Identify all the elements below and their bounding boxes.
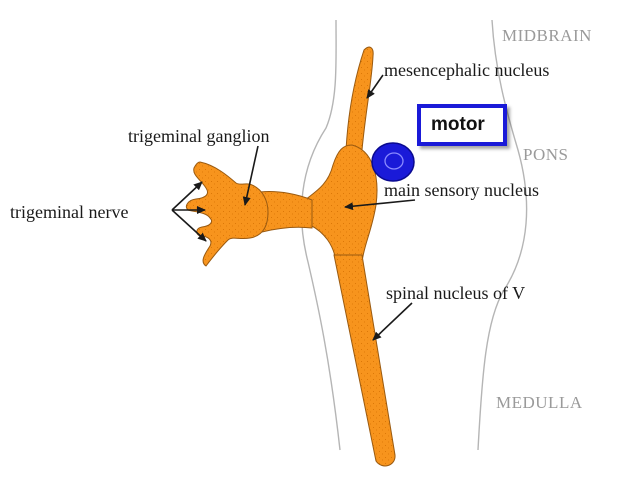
brainstem-right-contour <box>477 19 528 451</box>
arrow-spinal <box>372 302 413 341</box>
region-label-midbrain: MIDBRAIN <box>502 26 592 45</box>
label-trigeminal-ganglion: trigeminal ganglion <box>128 126 270 146</box>
trigeminal-system <box>185 46 396 467</box>
main-sensory-nucleus-shape <box>301 144 378 263</box>
motor-callout-label: motor <box>431 114 485 135</box>
label-trigeminal-nerve: trigeminal nerve <box>10 202 129 222</box>
label-spinal-nucleus: spinal nucleus of V <box>386 283 526 303</box>
arrow-main-sensory <box>344 199 416 211</box>
motor-nucleus <box>371 142 415 182</box>
region-label-pons: PONS <box>523 145 569 164</box>
label-mesencephalic-nucleus: mesencephalic nucleus <box>384 60 550 80</box>
motor-nucleus-ball <box>371 142 415 182</box>
arrow-nerve-upper <box>171 181 203 211</box>
arrow-nerve-lower <box>171 209 207 242</box>
arrow-ganglion <box>242 145 259 206</box>
spinal-nucleus-column <box>333 254 396 467</box>
region-label-medulla: MEDULLA <box>496 393 583 412</box>
mesencephalic-nucleus-column <box>345 46 374 151</box>
label-main-sensory-nucleus: main sensory nucleus <box>384 180 539 200</box>
trigeminal-root <box>259 191 313 233</box>
motor-nucleus-highlight <box>384 152 404 170</box>
arrow-mesencephalic <box>366 74 384 99</box>
motor-callout-box: motor <box>417 104 507 146</box>
trigeminal-ganglion-shape <box>185 161 269 267</box>
leader-arrows <box>171 74 416 341</box>
